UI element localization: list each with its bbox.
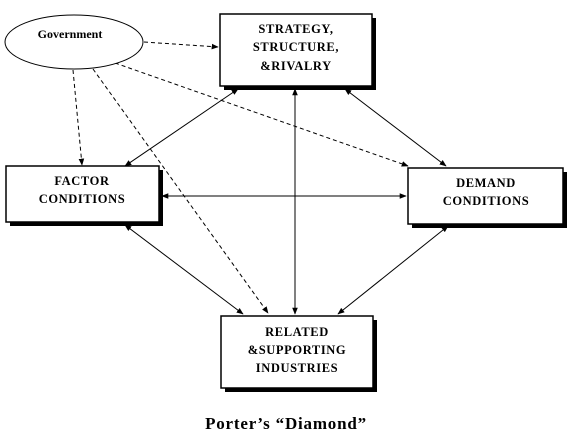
- government-node: [4, 14, 144, 70]
- strategy-line-3: &RIVALRY: [260, 59, 332, 73]
- demand-line-1: DEMAND: [456, 176, 516, 190]
- strategy-node: STRATEGY, STRUCTURE, &RIVALRY: [219, 13, 376, 90]
- edge-government-related: [92, 68, 269, 314]
- edge-strategy-demand: [344, 88, 447, 167]
- related-line-2: &SUPPORTING: [248, 343, 347, 357]
- related-supporting-node: RELATED &SUPPORTING INDUSTRIES: [220, 315, 377, 392]
- edge-factor-related: [124, 224, 244, 315]
- related-line-3: INDUSTRIES: [256, 361, 338, 375]
- edge-demand-related: [337, 225, 449, 315]
- demand-conditions-node: DEMAND CONDITIONS: [407, 167, 567, 228]
- factor-line-2: CONDITIONS: [39, 192, 126, 206]
- factor-line-1: FACTOR: [54, 174, 110, 188]
- related-line-1: RELATED: [265, 325, 329, 339]
- edge-government-demand: [114, 62, 409, 167]
- diagram-caption: Porter’s “Diamond”: [205, 414, 367, 433]
- factor-conditions-node: FACTOR CONDITIONS: [5, 165, 163, 226]
- strategy-line-1: STRATEGY,: [258, 22, 333, 36]
- edge-government-factor: [72, 69, 85, 166]
- strategy-line-2: STRUCTURE,: [253, 40, 339, 54]
- edge-strategy-factor: [124, 88, 239, 167]
- demand-line-2: CONDITIONS: [443, 194, 530, 208]
- edge-government-strategy: [143, 41, 219, 50]
- government-label: Government: [38, 27, 103, 41]
